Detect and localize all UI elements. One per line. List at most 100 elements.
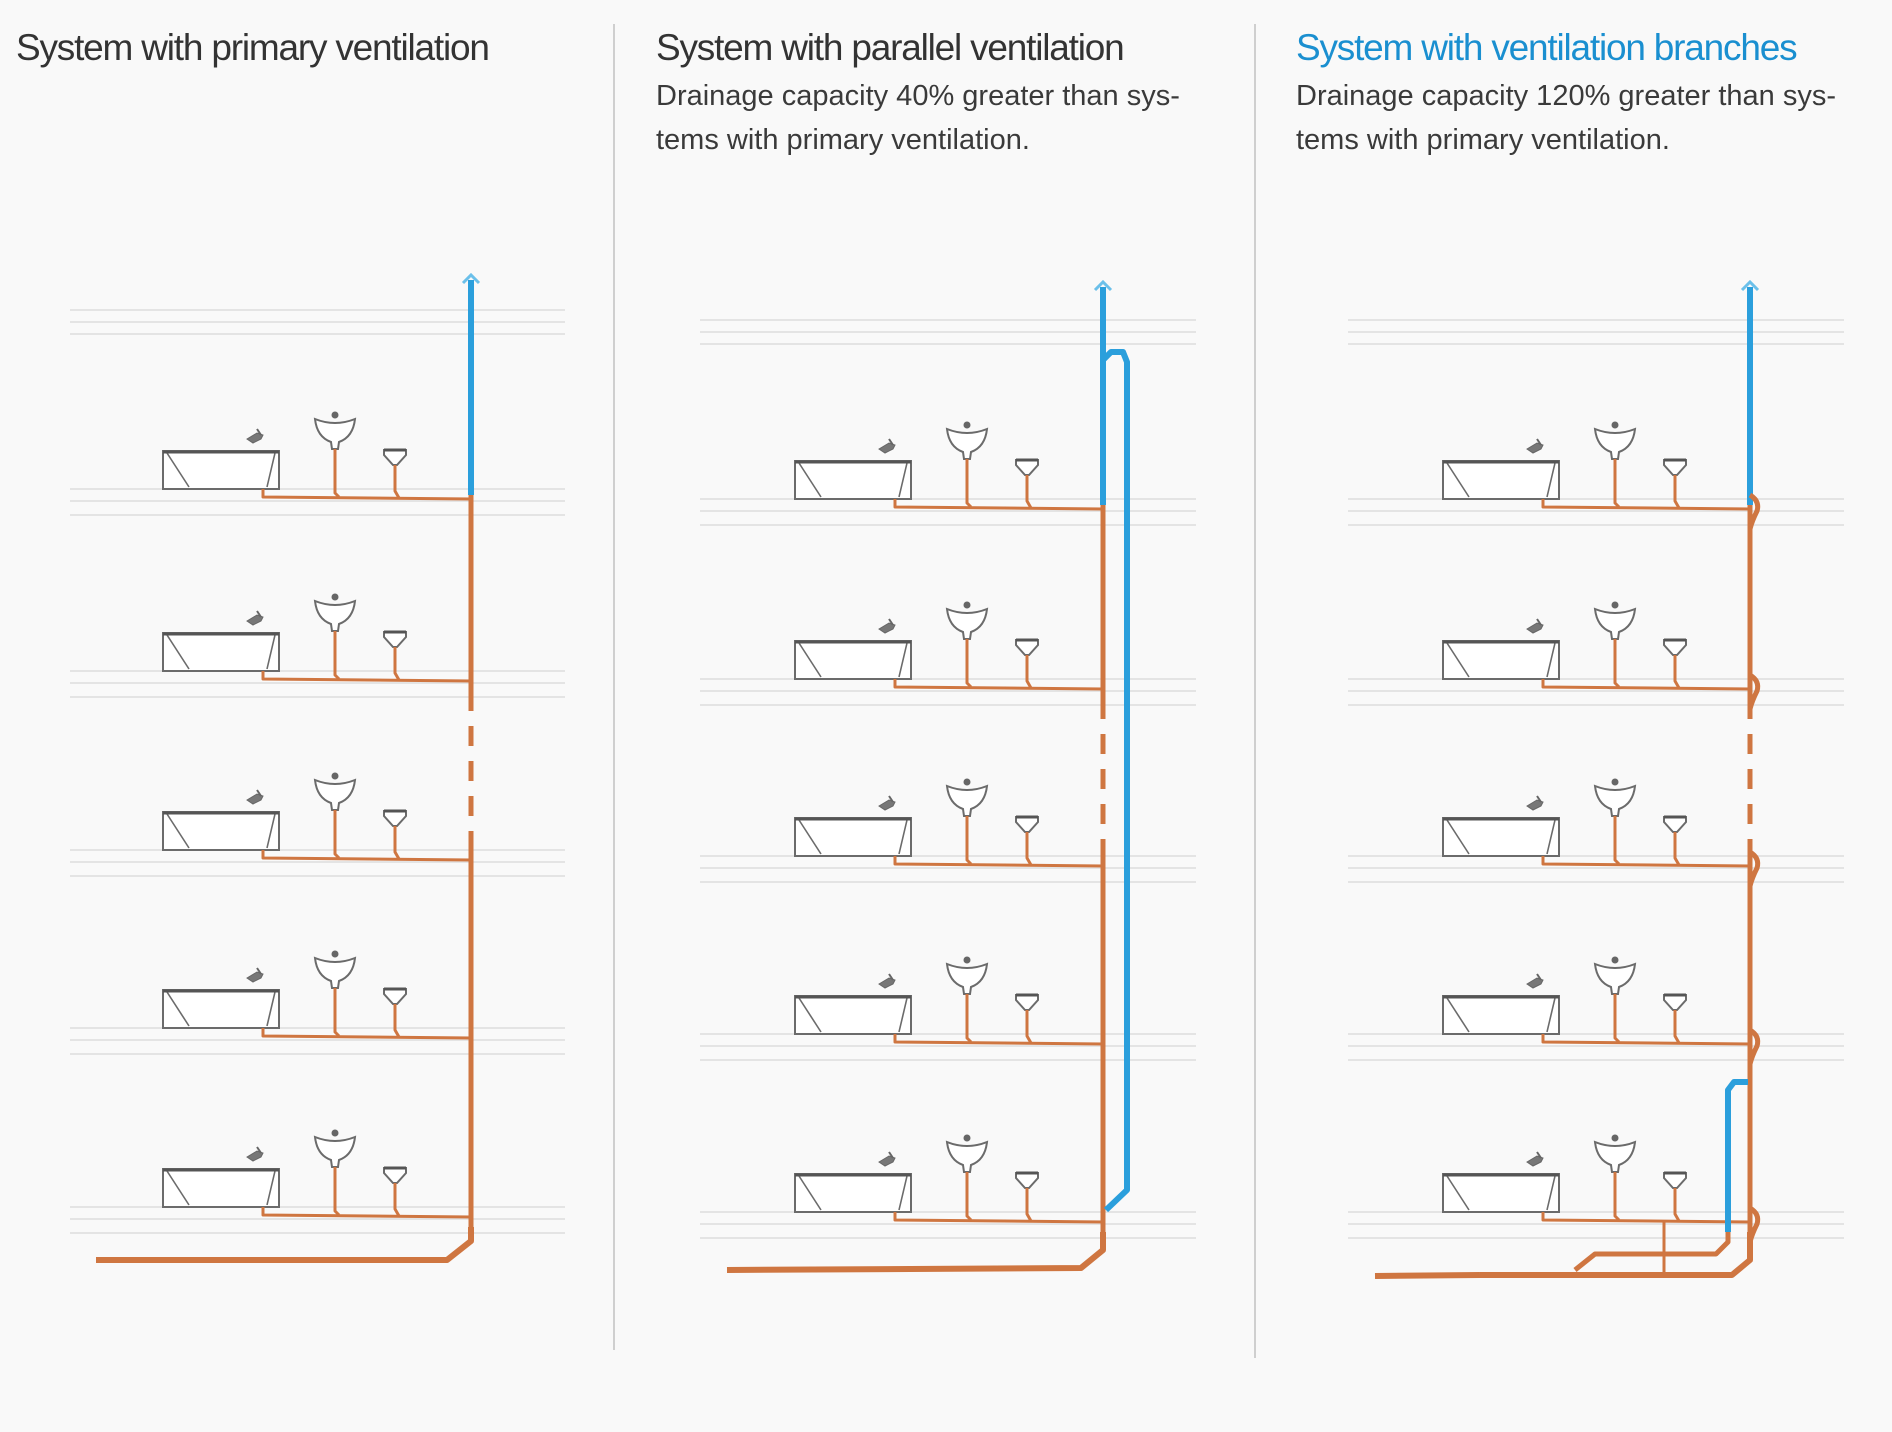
faucet-icon bbox=[878, 973, 896, 989]
washbasin-drain-pipe bbox=[1613, 639, 1621, 689]
drain-branch bbox=[261, 631, 472, 683]
ventilation-branch-pipe bbox=[1725, 1079, 1748, 1232]
bathtub-body bbox=[1442, 1173, 1560, 1213]
bathtub-icon bbox=[162, 1168, 280, 1208]
washbasin-icon bbox=[313, 950, 357, 989]
faucet-icon bbox=[1526, 618, 1544, 634]
faucet-handle bbox=[1536, 795, 1542, 803]
toilet-bowl bbox=[383, 810, 407, 827]
floor-fixtures bbox=[794, 421, 1039, 500]
faucet-icon bbox=[878, 1151, 896, 1167]
ventilation-branch-joint bbox=[1747, 849, 1761, 887]
bathtub-icon bbox=[1442, 817, 1560, 857]
secondary-drain-pipe bbox=[1573, 1232, 1731, 1272]
toilet-bowl bbox=[1015, 1172, 1039, 1189]
bathtub-icon bbox=[794, 817, 912, 857]
drain-branch bbox=[893, 639, 1104, 691]
washbasin-icon bbox=[313, 1129, 357, 1168]
toilet-bowl bbox=[383, 1167, 407, 1184]
description-line: tems with primary ventilation. bbox=[1296, 124, 1670, 156]
floor-fixtures bbox=[162, 411, 407, 490]
bathtub-edge bbox=[798, 819, 822, 855]
vent-outlet-arrow-icon bbox=[461, 272, 481, 285]
washbasin-drain-pipe bbox=[333, 810, 341, 860]
panel-title-parallel: System with parallel ventilation bbox=[656, 27, 1125, 68]
washbasin-bowl bbox=[313, 417, 357, 450]
drain-branch bbox=[893, 459, 1104, 511]
bathtub-edge bbox=[166, 634, 190, 670]
washbasin-tap bbox=[1611, 956, 1619, 964]
bathtub-icon bbox=[162, 450, 280, 490]
washbasin-icon bbox=[1593, 421, 1637, 460]
washbasin-drain-pipe bbox=[1613, 459, 1621, 509]
faucet-handle bbox=[256, 610, 262, 618]
washbasin-drain-pipe bbox=[1613, 994, 1621, 1044]
washbasin-icon bbox=[313, 593, 357, 632]
toilet-bowl bbox=[1663, 1172, 1687, 1189]
washbasin-tap bbox=[963, 778, 971, 786]
panel-parallel-text: System with parallel ventilation Drainag… bbox=[656, 22, 1236, 162]
drain-branch bbox=[1541, 816, 1751, 868]
toilet-bowl bbox=[1015, 994, 1039, 1011]
washbasin-tap bbox=[1611, 421, 1619, 429]
washbasin-bowl bbox=[945, 1140, 989, 1173]
bathtub-icon bbox=[794, 460, 912, 500]
bathtub-icon bbox=[794, 1173, 912, 1213]
bathtub-edge bbox=[1446, 1175, 1470, 1211]
branch-drain-pipe bbox=[893, 1212, 1104, 1224]
faucet-shape bbox=[1526, 1155, 1544, 1167]
branch-drain-pipe bbox=[1541, 679, 1751, 691]
faucet-shape bbox=[246, 793, 264, 805]
washbasin-tap bbox=[1611, 1134, 1619, 1142]
toilet-bowl bbox=[383, 449, 407, 466]
faucet-shape bbox=[1526, 977, 1544, 989]
faucet-icon bbox=[1526, 438, 1544, 454]
description-line: Drainage capacity 40% greater than sys- bbox=[656, 80, 1180, 112]
building-drain-pipe bbox=[1374, 1272, 1481, 1279]
drain-branch bbox=[261, 988, 472, 1040]
toilet-bowl bbox=[1663, 639, 1687, 656]
toilet-bowl bbox=[1663, 459, 1687, 476]
floor-slab-lines bbox=[70, 309, 565, 1234]
faucet-handle bbox=[888, 795, 894, 803]
bathtub-body bbox=[794, 995, 912, 1035]
floor-fixtures bbox=[162, 772, 407, 851]
panel-primary-text: System with primary ventilation bbox=[16, 22, 490, 74]
washbasin-tap bbox=[331, 411, 339, 419]
bathtub-edge bbox=[1446, 642, 1470, 678]
bathtub-icon bbox=[162, 811, 280, 851]
bathtub-edge bbox=[266, 1170, 276, 1206]
bathtub-icon bbox=[162, 632, 280, 672]
washbasin-icon bbox=[945, 601, 989, 640]
toilet-bowl bbox=[1015, 459, 1039, 476]
bathtub-edge bbox=[798, 462, 822, 498]
bathtub-edge bbox=[166, 813, 190, 849]
faucet-shape bbox=[878, 622, 896, 634]
faucet-handle bbox=[888, 438, 894, 446]
floor-fixtures bbox=[1442, 601, 1687, 680]
washbasin-bowl bbox=[945, 962, 989, 995]
washbasin-icon bbox=[1593, 778, 1637, 817]
washbasin-bowl bbox=[945, 607, 989, 640]
washbasin-bowl bbox=[313, 599, 357, 632]
bathtub-body bbox=[794, 817, 912, 857]
washbasin-icon bbox=[945, 421, 989, 460]
bathtub-edge bbox=[798, 1175, 822, 1211]
washbasin-tap bbox=[963, 421, 971, 429]
bathtub-body bbox=[162, 811, 280, 851]
washbasin-icon bbox=[313, 411, 357, 450]
washbasin-icon bbox=[945, 778, 989, 817]
bathtub-edge bbox=[798, 997, 822, 1033]
faucet-icon bbox=[246, 967, 264, 983]
washbasin-drain-pipe bbox=[965, 1172, 973, 1222]
floor-slab-lines bbox=[700, 319, 1196, 1239]
toilet-icon bbox=[1663, 815, 1687, 833]
toilet-drain-pipe bbox=[1025, 832, 1033, 866]
branch-drain-pipe bbox=[261, 489, 472, 501]
parallel-vent-pipe bbox=[1100, 349, 1130, 1213]
vent-outlet-arrow-icon bbox=[1093, 279, 1113, 292]
faucet-handle bbox=[256, 428, 262, 436]
faucet-icon bbox=[246, 610, 264, 626]
washbasin-bowl bbox=[313, 1135, 357, 1168]
washbasin-bowl bbox=[1593, 427, 1637, 460]
